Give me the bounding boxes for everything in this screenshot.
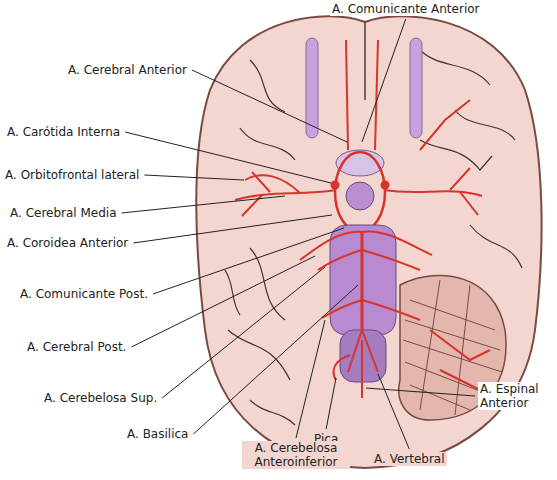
- vertebral-artery: [362, 330, 378, 372]
- leader-line: [193, 285, 358, 434]
- posterior-arteries: [300, 231, 490, 398]
- leader-line: [125, 132, 331, 183]
- olfactory-tract: [306, 38, 318, 138]
- artery-label: A. Cerebral Anterior: [66, 63, 189, 77]
- artery: [384, 190, 482, 196]
- sulcus: [250, 60, 285, 112]
- artery: [430, 330, 490, 360]
- artery: [235, 190, 336, 200]
- artery-label: A. Cerebral Media: [8, 206, 119, 220]
- leader-line: [378, 374, 409, 449]
- artery-label: A. Cerebelosa Sup.: [42, 391, 159, 405]
- sulcus: [225, 270, 240, 315]
- folium: [410, 385, 470, 410]
- sulcus: [470, 225, 522, 268]
- circle-of-willis: [335, 152, 385, 232]
- leader-line: [366, 388, 475, 396]
- anterior-cerebral-artery: [346, 40, 348, 150]
- artery: [322, 300, 362, 318]
- leader-line: [133, 215, 332, 243]
- artery: [420, 100, 470, 150]
- leader-line: [192, 70, 347, 142]
- artery: [334, 355, 350, 380]
- sulcus: [420, 140, 492, 170]
- anterior-cerebral-artery: [375, 40, 378, 150]
- hypothalamus: [346, 182, 374, 210]
- internal-carotid: [381, 181, 390, 190]
- artery-label: A. Vertebral: [372, 452, 447, 466]
- artery-label: A. Cerebral Post.: [25, 340, 128, 354]
- sulcus: [420, 50, 490, 85]
- spinal-artery: [361, 340, 363, 398]
- folium: [420, 280, 440, 410]
- artery-label: A. Basilica: [125, 427, 190, 441]
- artery: [362, 231, 432, 255]
- olfactory-tract: [410, 38, 422, 138]
- artery-label: A. Coroidea Anterior: [5, 236, 130, 250]
- leader-line: [362, 19, 406, 142]
- sulcus: [240, 128, 295, 160]
- artery: [440, 370, 480, 390]
- artery: [450, 168, 470, 190]
- artery-label: A. Cerebelosa Anteroinferior: [242, 441, 350, 469]
- artery-label: A. Comunicante Post.: [18, 287, 150, 301]
- vertebral-artery: [348, 330, 362, 372]
- internal-carotid: [331, 181, 340, 190]
- artery-label: A. Espinal Anterior: [478, 382, 554, 410]
- leader-line: [144, 175, 244, 180]
- artery: [245, 175, 300, 193]
- artery: [300, 232, 362, 260]
- leader-line: [326, 378, 336, 429]
- leader-line: [153, 228, 344, 294]
- basilar-artery: [361, 232, 364, 330]
- artery-label: A. Carótida Interna: [5, 125, 122, 139]
- middle-cerebral-arteries: [235, 100, 482, 216]
- sulcus: [250, 400, 295, 425]
- leader-line: [162, 267, 325, 398]
- sulcus: [455, 110, 515, 140]
- artery: [460, 192, 478, 215]
- leader-line: [131, 256, 315, 347]
- artery-label: A. Orbitofrontal lateral: [3, 168, 141, 182]
- leader-line: [122, 196, 285, 213]
- pons: [330, 225, 396, 335]
- artery-label: A. Comunicante Anterior: [330, 2, 482, 16]
- leader-line: [296, 320, 325, 438]
- artery: [362, 250, 420, 270]
- artery: [242, 195, 262, 216]
- longitudinal-fissure: [364, 22, 366, 100]
- artery: [362, 300, 420, 320]
